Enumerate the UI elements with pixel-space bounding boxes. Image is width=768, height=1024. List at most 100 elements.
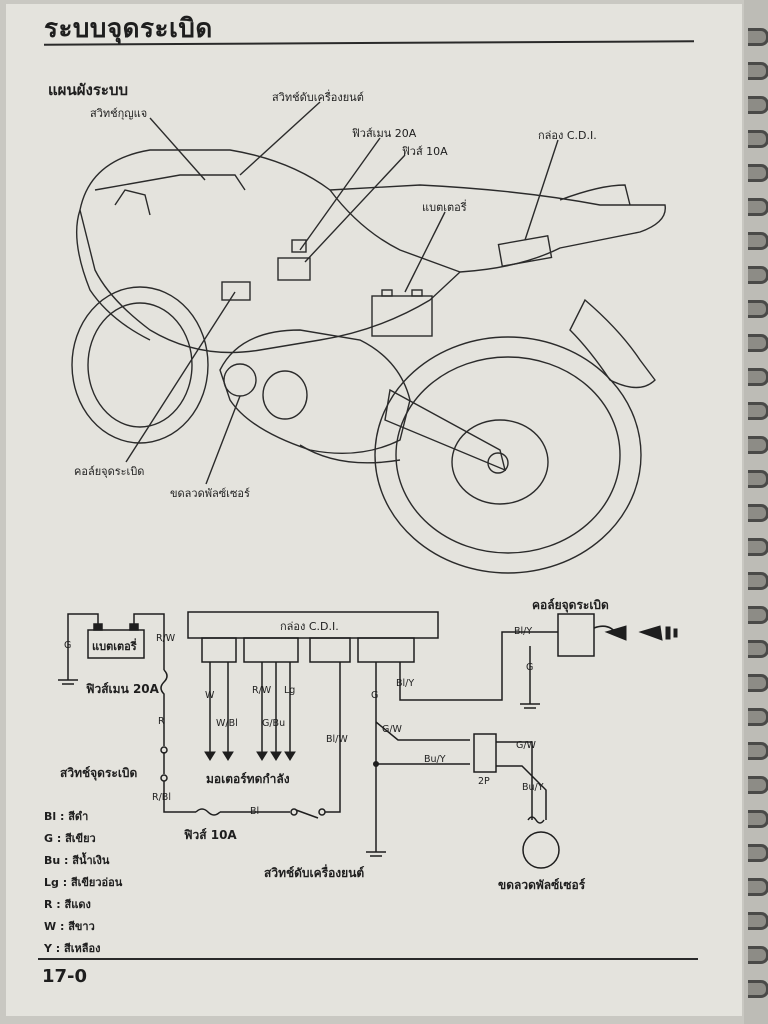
binding-ring: [748, 436, 768, 454]
wire-bly: [399, 631, 558, 701]
switch-blade: [295, 809, 319, 819]
binding-ring: [748, 470, 768, 488]
wire-rw-battery: [133, 613, 165, 670]
battery-unit: [371, 295, 433, 337]
cdi-connector: [201, 637, 237, 663]
legend-item: Bu : สีน้ำเงิน: [44, 854, 110, 867]
wire-label: R/W: [252, 685, 272, 696]
fuse-holder: [291, 239, 307, 253]
wire-label: G: [526, 662, 534, 673]
wire-color-legend: Bl : สีดำ G : สีเขียว Bu : สีน้ำเงิน Lg …: [44, 806, 122, 960]
switch-contact: [290, 808, 298, 816]
binding-ring: [748, 640, 768, 658]
exhaust: [299, 444, 401, 464]
schematic-engine-stop-label: สวิทช์ดับเครื่องยนต์: [264, 866, 365, 880]
footer-rule: [38, 958, 698, 960]
leader-line: [239, 101, 321, 176]
battery-terminal: [129, 623, 139, 631]
manual-page: [6, 4, 742, 1016]
wire-label: R/W: [156, 633, 176, 644]
swingarm: [384, 388, 507, 472]
wire-label: R: [158, 716, 165, 727]
wire-rbl: [163, 781, 196, 813]
page-number: 17-0: [42, 966, 88, 987]
binding-ring: [748, 742, 768, 760]
wire-label: W/Bl: [216, 718, 238, 729]
battery-terminal: [411, 289, 423, 297]
connector-2p: [473, 733, 497, 773]
callout-pulser-coil: ขดลวดพัลซ์เซอร์: [170, 487, 250, 500]
binding-ring: [748, 164, 768, 182]
rear-sprocket: [451, 419, 549, 505]
legend-item: Y : สีเหลือง: [44, 942, 101, 955]
arrow-down-icon: [222, 751, 234, 761]
wire-label: W: [205, 690, 215, 701]
legend-item: G : สีเขียว: [44, 832, 96, 845]
wire-label: Bl/Y: [514, 626, 533, 637]
binding-ring: [748, 266, 768, 284]
front-rim: [87, 302, 193, 428]
callout-key-switch: สวิทช์กุญแจ: [90, 107, 148, 120]
binding-ring: [748, 96, 768, 114]
wire-g-battery: [67, 613, 99, 680]
leader-line: [299, 137, 381, 251]
pulser-coil-symbol: [522, 831, 560, 869]
schematic-main-fuse-label: ฟิวส์เมน 20A: [86, 682, 159, 696]
legend-item: R : สีแดง: [44, 898, 91, 911]
ignition-coil-unit: [221, 281, 251, 301]
callout-main-fuse: ฟิวส์เมน 20A: [352, 127, 417, 140]
leader-line: [404, 211, 446, 293]
schematic-harness-label: มอเตอร์ทดกำลัง: [206, 772, 290, 786]
legend-item: Lg : สีเขียวอ่อน: [44, 876, 123, 889]
main-fuse-symbol: [160, 669, 168, 716]
cdi-connector: [243, 637, 299, 663]
rear-rim: [395, 356, 621, 554]
callout-battery: แบตเตอรี่: [422, 201, 467, 214]
legend-item: Bl : สีดำ: [44, 810, 89, 823]
binding-ring: [748, 946, 768, 964]
battery-terminal: [93, 623, 103, 631]
binding-ring: [748, 334, 768, 352]
switch-contact: [160, 774, 168, 782]
binding-ring: [748, 130, 768, 148]
bodywork: [79, 149, 666, 354]
battery-terminal: [381, 289, 393, 297]
leader-line: [205, 395, 241, 485]
front-fairing: [76, 209, 151, 341]
binding-ring: [748, 198, 768, 216]
schematic-coil-label: คอล์ยจุดระเบิด: [532, 598, 609, 612]
wire-label: Bl/Y: [396, 678, 415, 689]
wire-label: G: [371, 690, 379, 701]
fuse-10a-symbol: [195, 808, 221, 816]
wire-label: G/Bu: [262, 718, 286, 729]
plug-cap-icon: [604, 625, 627, 641]
cdi-connector: [357, 637, 415, 663]
binding-ring: [748, 912, 768, 930]
wire-buy-pulser: [496, 765, 547, 820]
fuse-box: [277, 257, 311, 281]
ground-electrode: [673, 628, 678, 638]
wire-label: Bu/Y: [522, 782, 544, 793]
arrow-down-icon: [284, 751, 296, 761]
wire-gw-cdi: [375, 721, 470, 741]
engine-cover: [262, 370, 308, 420]
binding-ring: [748, 674, 768, 692]
binding-ring: [748, 62, 768, 80]
binding-ring: [748, 504, 768, 522]
overview-title: แผนผังระบบ: [48, 81, 128, 99]
schematic-fuse-label: ฟิวส์ 10A: [184, 828, 237, 842]
binding-ring: [748, 810, 768, 828]
cdi-connector: [309, 637, 351, 663]
binding-ring: [748, 708, 768, 726]
connector-label: 2P: [478, 776, 490, 787]
schematic-pulser-label: ขดลวดพัลซ์เซอร์: [498, 878, 586, 892]
schematic-ignition-switch-label: สวิทช์จุดระเบิด: [60, 766, 138, 780]
schematic-battery-label: แบตเตอรี่: [92, 640, 137, 653]
wire-label: Bu/Y: [424, 754, 446, 765]
wire-blw: [325, 662, 341, 813]
callout-fuse: ฟิวส์ 10A: [402, 145, 448, 158]
wire-label: Bl/W: [326, 734, 348, 745]
fork-top: [114, 189, 151, 216]
binding-ring: [748, 28, 768, 46]
